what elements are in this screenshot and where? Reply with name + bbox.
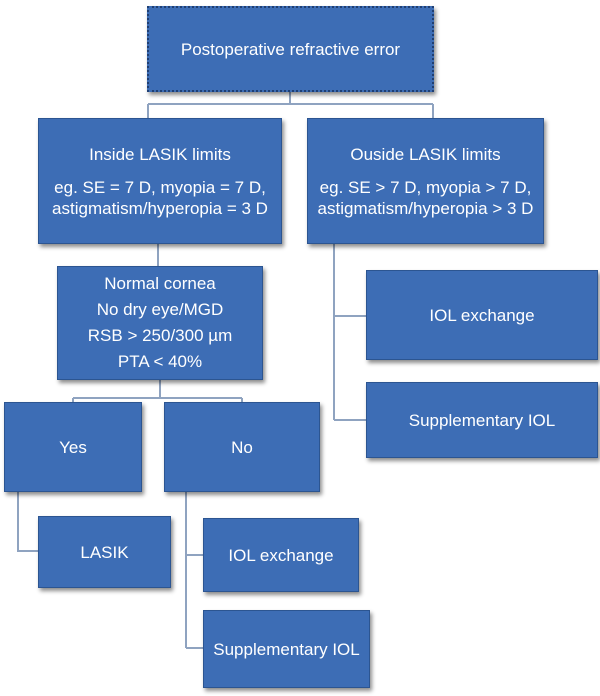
no-node: No xyxy=(164,402,320,492)
criteria-line-3: RSB > 250/300 µm xyxy=(87,326,233,345)
criteria-node: Normal cornea No dry eye/MGD RSB > 250/3… xyxy=(57,266,263,380)
root-node: Postoperative refractive error xyxy=(147,6,434,92)
lasik-label: LASIK xyxy=(80,542,129,562)
yes-label: Yes xyxy=(59,437,87,457)
criteria-line-4: PTA < 40% xyxy=(117,352,203,371)
connector-root-split xyxy=(147,92,434,118)
root-label: Postoperative refractive error xyxy=(180,39,401,59)
criteria-line-1: Normal cornea xyxy=(104,274,216,293)
connector-outside-options xyxy=(333,244,366,421)
no-supplementary-iol-node: Supplementary IOL xyxy=(203,610,370,688)
connector-yes-lasik xyxy=(17,492,38,552)
outside-iol-exchange-label: IOL exchange xyxy=(429,305,535,325)
outside-supplementary-iol-label: Supplementary IOL xyxy=(408,410,556,430)
outside-iol-exchange-node: IOL exchange xyxy=(366,270,598,360)
no-supplementary-iol-label: Supplementary IOL xyxy=(213,639,360,659)
outside-title: Ouside LASIK limits xyxy=(350,144,501,164)
inside-detail-line-1: eg. SE = 7 D, myopia = 7 D, xyxy=(54,177,266,197)
criteria-line-2: No dry eye/MGD xyxy=(96,300,224,319)
connector-no-options xyxy=(185,492,203,649)
no-label: No xyxy=(231,437,253,457)
no-iol-exchange-label: IOL exchange xyxy=(228,545,334,565)
inside-title: Inside LASIK limits xyxy=(89,144,231,164)
outside-detail-line-1: eg. SE > 7 D, myopia > 7 D, xyxy=(319,177,532,197)
inside-lasik-limits-node: Inside LASIK limits eg. SE = 7 D, myopia… xyxy=(38,118,282,244)
no-iol-exchange-node: IOL exchange xyxy=(203,518,359,592)
outside-lasik-limits-node: Ouside LASIK limits eg. SE > 7 D, myopia… xyxy=(307,118,544,244)
yes-node: Yes xyxy=(4,402,142,492)
outside-supplementary-iol-node: Supplementary IOL xyxy=(366,382,598,458)
connector-criteria-split xyxy=(72,380,243,402)
lasik-node: LASIK xyxy=(38,516,171,588)
inside-detail-line-2: astigmatism/hyperopia = 3 D xyxy=(52,198,268,218)
outside-detail-line-2: astigmatism/hyperopia > 3 D xyxy=(317,198,534,218)
